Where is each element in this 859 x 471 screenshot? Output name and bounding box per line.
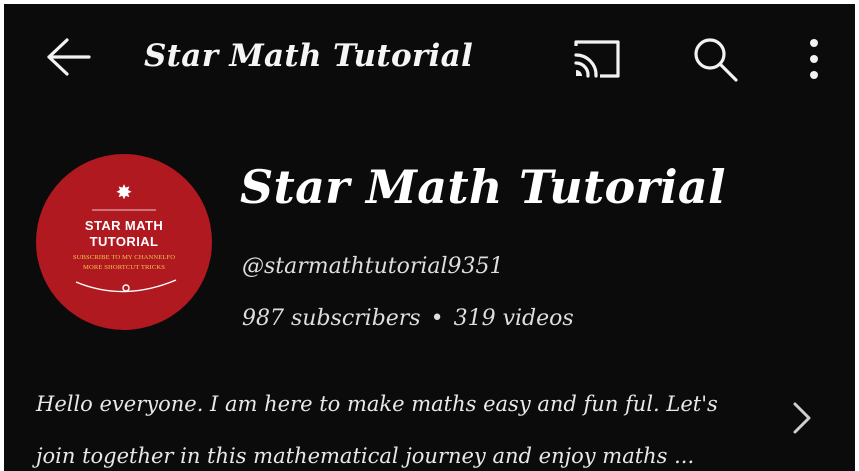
channel-screen: Star Math Tutorial xyxy=(4,4,855,471)
logo-subtext-line1: SUBSCRIBE TO MY CHANNELFO xyxy=(72,254,176,261)
channel-stats: 987 subscribers • 319 videos xyxy=(242,306,574,331)
channel-description[interactable]: Hello everyone. I am here to make maths … xyxy=(36,378,756,471)
video-count: 319 videos xyxy=(453,306,574,331)
channel-handle: @starmathtutorial9351 xyxy=(242,254,504,279)
stats-separator: • xyxy=(430,306,444,331)
chevron-right-icon xyxy=(793,402,811,434)
description-line-2: join together in this mathematical journ… xyxy=(36,444,695,468)
logo-subtext-line2: MORE SHORTCUT TRICKS xyxy=(83,264,165,271)
subscriber-count: 987 subscribers xyxy=(242,306,421,331)
more-vertical-icon xyxy=(810,39,818,79)
logo-text-line1: STAR MATH xyxy=(84,218,164,233)
search-icon xyxy=(694,38,738,82)
back-button[interactable] xyxy=(40,32,96,82)
more-options-button[interactable] xyxy=(794,32,834,86)
logo-swoosh-icon xyxy=(75,209,177,293)
description-line-1: Hello everyone. I am here to make maths … xyxy=(36,392,718,416)
channel-avatar[interactable]: ✸ STAR MATH TUTORIAL SUBSCRIBE TO MY CHA… xyxy=(36,154,212,330)
top-app-bar: Star Math Tutorial xyxy=(4,4,855,114)
channel-name: Star Math Tutorial xyxy=(240,160,726,214)
cast-button[interactable] xyxy=(568,34,626,84)
logo-text-line2: TUTORIAL xyxy=(89,234,159,249)
description-expand-button[interactable] xyxy=(780,392,824,444)
logo-star-icon: ✸ xyxy=(115,180,133,204)
page-title: Star Math Tutorial xyxy=(144,38,474,74)
search-button[interactable] xyxy=(686,32,744,86)
arrow-left-icon xyxy=(47,38,91,76)
cast-icon xyxy=(574,40,620,78)
